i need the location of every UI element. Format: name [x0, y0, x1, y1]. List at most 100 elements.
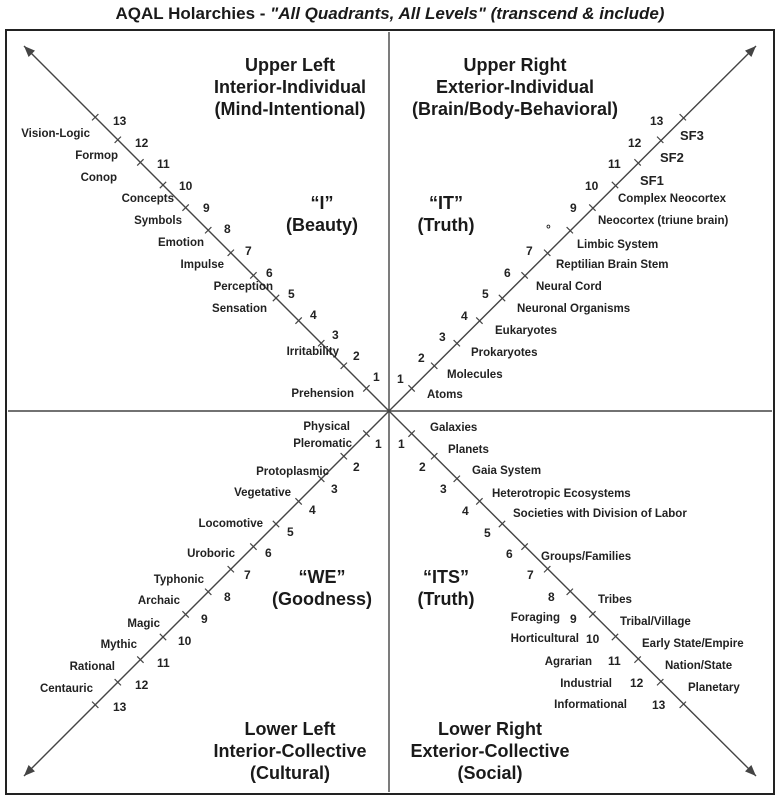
tick-ul	[91, 113, 99, 121]
tick-ur	[633, 158, 642, 167]
level-label-lr-left: Agrarian	[544, 656, 592, 668]
arrowhead-icon	[24, 46, 35, 57]
diagonal-ur-arrow	[388, 45, 757, 412]
level-label-lr: Tribes	[598, 594, 632, 606]
level-label-lr-left: Foraging	[510, 612, 560, 624]
tick-lr	[656, 678, 664, 686]
tick-lr	[430, 452, 438, 460]
level-label-ul: Sensation	[212, 303, 267, 315]
tick-ll	[136, 655, 145, 664]
level-number-lr: 11	[608, 654, 621, 668]
tick-ur	[656, 136, 664, 144]
tick-ll	[272, 520, 280, 528]
tick-ll	[294, 497, 303, 506]
level-number-ur: 11	[608, 157, 621, 171]
level-label-lr: Tribal/Village	[620, 616, 691, 628]
level-label-ll: Pleromatic	[293, 438, 352, 450]
level-label-ll: Mythic	[100, 639, 137, 651]
tick-ll	[204, 588, 212, 596]
tick-ul	[362, 384, 371, 393]
level-number-ll: 9	[201, 612, 208, 626]
diagonal-lr-arrow	[388, 410, 757, 777]
level-label-lr: Galaxies	[430, 422, 478, 434]
tick-ur	[407, 384, 416, 393]
level-label-ul: Symbols	[134, 215, 182, 227]
level-number-ul: 9	[203, 201, 210, 215]
level-number-ur: 13	[650, 114, 664, 128]
level-label-lr: Planetary	[688, 682, 740, 694]
tick-ur	[679, 113, 687, 121]
level-number-ll: 6	[265, 546, 272, 560]
tick-lr	[611, 633, 619, 641]
tick-lr	[679, 701, 687, 709]
tick-lr	[453, 475, 461, 483]
tick-ul	[317, 339, 325, 347]
level-label-lr: Heterotropic Ecosystems	[492, 488, 631, 500]
level-label-ur: Neocortex (triune brain)	[598, 215, 729, 227]
level-label-ul: Impulse	[180, 259, 224, 271]
level-label-ll: Protoplasmic	[256, 466, 329, 478]
level-number-ul: 4	[310, 308, 317, 322]
level-label-lr-left: Industrial	[560, 678, 612, 690]
level-number-lr: 2	[419, 460, 426, 474]
level-number-ur: 4	[461, 309, 468, 323]
level-label-ul: Concepts	[121, 193, 174, 205]
tick-ul	[294, 316, 303, 325]
level-label-lr: Societies with Division of Labor	[513, 508, 687, 520]
level-number-ll: 1	[375, 437, 382, 451]
level-label-ur: Prokaryotes	[471, 347, 538, 359]
level-number-ul: 3	[332, 328, 339, 342]
level-number-ul: 1	[373, 370, 380, 384]
tick-ur	[611, 181, 619, 189]
level-label-ll: Archaic	[137, 595, 180, 607]
level-label-ur: Atoms	[427, 389, 463, 401]
level-number-ul: 6	[266, 266, 273, 280]
tick-ur	[543, 249, 551, 257]
tick-lr	[475, 497, 484, 506]
level-number-ul: 2	[353, 349, 360, 363]
level-label-ul: Vision-Logic	[21, 128, 90, 140]
tick-ul	[204, 226, 212, 234]
level-number-ll: 5	[287, 525, 294, 539]
level-number-ur: 5	[482, 287, 489, 301]
level-label-ll: Rational	[69, 661, 115, 673]
level-number-ur: 3	[439, 330, 446, 344]
level-number-ul: 11	[157, 157, 170, 171]
level-label-ll: Typhonic	[153, 574, 204, 586]
level-number-ul: 5	[288, 287, 295, 301]
level-number-ur: °	[546, 222, 551, 236]
center-label-i: “I”(Beauty)	[285, 193, 358, 235]
level-number-lr: 9	[570, 612, 577, 626]
level-number-ll: 13	[113, 700, 127, 714]
level-number-ll: 4	[309, 503, 316, 517]
level-label-ll: Vegetative	[234, 487, 291, 499]
level-number-ul: 7	[245, 244, 252, 258]
level-number-lr: 3	[440, 482, 447, 496]
tick-ul	[272, 294, 280, 302]
tick-ll	[317, 475, 325, 483]
level-number-lr: 13	[652, 698, 666, 712]
level-label-ur: Complex Neocortex	[618, 193, 727, 205]
level-number-ur: 1	[397, 372, 404, 386]
tick-ll	[340, 452, 348, 460]
center-label-its: “ITS”(Truth)	[417, 567, 475, 609]
level-label-ur: Neural Cord	[536, 281, 602, 293]
tick-ll	[181, 610, 190, 619]
arrowhead-icon	[745, 765, 756, 776]
tick-lr	[566, 588, 574, 596]
level-number-lr: 4	[462, 504, 469, 518]
level-number-ur: 7	[526, 244, 533, 258]
tick-ur	[498, 294, 506, 302]
tick-lr	[588, 610, 597, 619]
tick-ll	[227, 565, 235, 573]
level-number-ll: 11	[157, 656, 170, 670]
tick-lr	[543, 565, 551, 573]
level-label-lr: Nation/State	[665, 660, 733, 672]
level-label-lr: Early State/Empire	[642, 638, 744, 650]
tick-ll	[91, 701, 99, 709]
tick-lr	[407, 429, 416, 438]
tick-lr	[633, 655, 642, 664]
